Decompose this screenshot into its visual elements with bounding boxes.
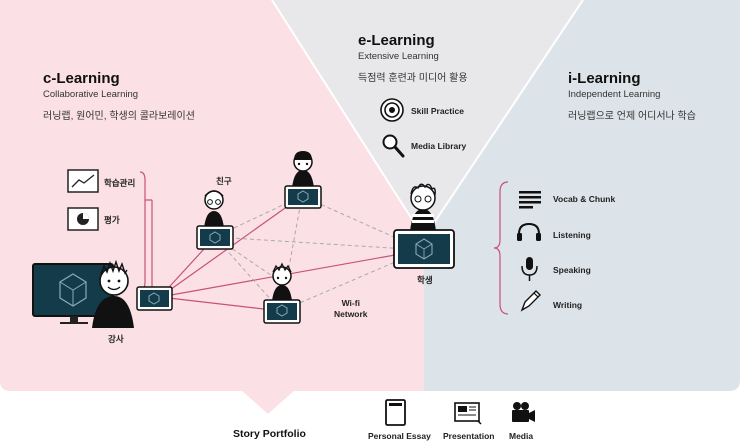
network-label: Wi-fi Network <box>334 298 368 319</box>
presentation-label[interactable]: Presentation <box>443 431 495 441</box>
text-lines-icon[interactable] <box>519 191 541 209</box>
media-library-label[interactable]: Media Library <box>411 141 467 151</box>
microphone-icon[interactable] <box>521 257 538 281</box>
i-learning-title: i-Learning <box>568 70 641 87</box>
student-tablet <box>393 229 455 269</box>
menu-item-evaluation[interactable]: 평가 <box>104 215 120 225</box>
writing-label[interactable]: Writing <box>553 300 583 310</box>
pie-chart-icon[interactable] <box>67 207 99 231</box>
headphones-icon[interactable] <box>517 222 541 241</box>
friend-figure-2 <box>284 151 322 209</box>
target-icon[interactable] <box>380 98 404 122</box>
presentation-icon[interactable] <box>454 402 482 425</box>
e-learning-title: e-Learning <box>358 32 435 49</box>
menu-item-management[interactable]: 학습관리 <box>104 178 136 188</box>
i-learning-description: 러닝랩으로 언제 어디서나 학습 <box>568 111 696 122</box>
listening-label[interactable]: Listening <box>553 230 591 240</box>
personal-essay-label[interactable]: Personal Essay <box>368 431 431 441</box>
friend-figure-1 <box>196 190 234 250</box>
i-learning-subtitle: Independent Learning <box>568 89 661 100</box>
chart-icon[interactable] <box>67 169 99 193</box>
e-learning-wedge <box>272 0 583 238</box>
teacher-figure <box>92 259 134 328</box>
teacher-label: 강사 <box>108 334 124 344</box>
document-icon[interactable] <box>385 399 406 426</box>
magnifier-icon[interactable] <box>382 134 405 158</box>
c-learning-title: c-Learning <box>43 70 120 87</box>
skill-practice-label[interactable]: Skill Practice <box>411 106 464 116</box>
media-label[interactable]: Media <box>509 431 534 441</box>
student-figure <box>410 183 436 232</box>
e-learning-description: 득점력 훈련과 미디어 활용 <box>358 73 468 84</box>
e-learning-subtitle: Extensive Learning <box>358 51 439 62</box>
portfolio-title: Story Portfolio <box>233 428 306 440</box>
vocab-chunk-label[interactable]: Vocab & Chunk <box>553 194 616 204</box>
student-label: 학생 <box>417 275 433 285</box>
teacher-tablet <box>136 286 173 311</box>
c-learning-tab <box>0 380 424 414</box>
camera-icon[interactable] <box>512 402 535 422</box>
speaking-label[interactable]: Speaking <box>553 265 591 275</box>
pencil-icon[interactable] <box>520 290 541 312</box>
friend-label: 친구 <box>216 176 232 186</box>
friend-figure-3 <box>263 262 301 324</box>
i-learning-bracket <box>493 181 509 315</box>
c-learning-description: 러닝랩, 원어민, 학생의 콜라보레이션 <box>43 111 195 122</box>
c-learning-subtitle: Collaborative Learning <box>43 89 139 100</box>
